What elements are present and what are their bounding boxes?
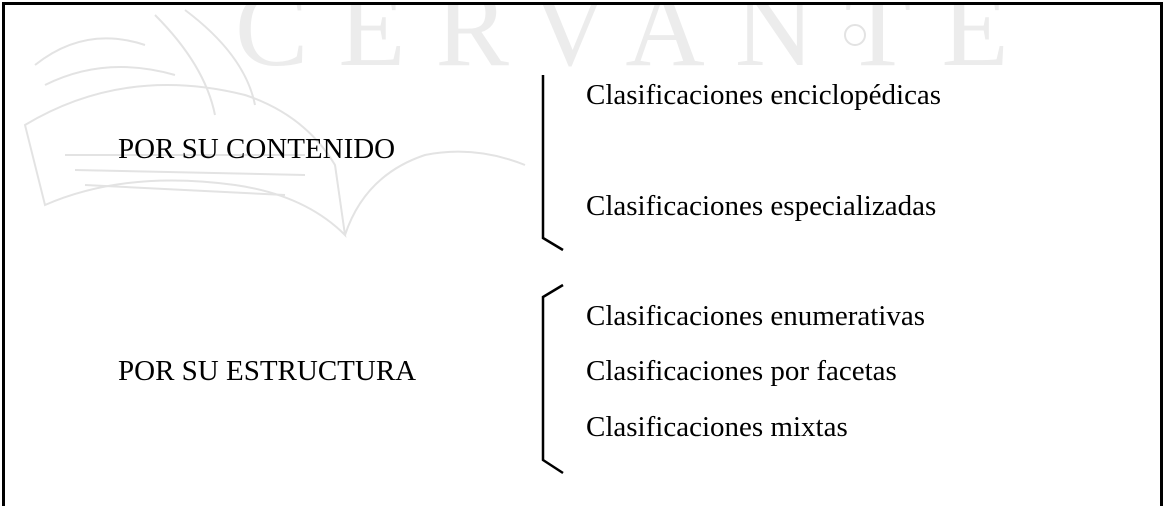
item-mixtas: Clasificaciones mixtas: [586, 411, 848, 443]
item-enciclopedicas: Clasificaciones enciclopédicas: [586, 79, 942, 111]
bracket-estructura: [541, 283, 564, 475]
brackets: [541, 75, 564, 475]
bracket-contenido: [541, 75, 564, 252]
item-especializadas: Clasificaciones especializadas: [586, 190, 937, 222]
category-label-contenido: POR SU CONTENIDO: [118, 133, 396, 165]
item-por-facetas: Clasificaciones por facetas: [586, 355, 897, 387]
item-enumerativas: Clasificaciones enumerativas: [586, 300, 926, 332]
diagram-frame: CERVANTES POR SU CONTENIDO Clasificacion…: [2, 2, 1163, 506]
category-label-estructura: POR SU ESTRUCTURA: [118, 355, 417, 387]
